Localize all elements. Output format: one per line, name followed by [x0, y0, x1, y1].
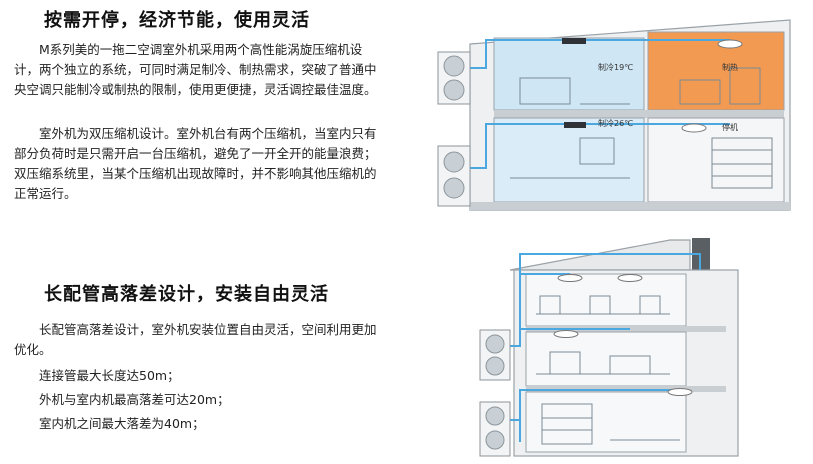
floor-1 — [525, 391, 687, 453]
building-cutaway-illustration-1: 制冷19℃ 制热 制冷26℃ 停机 — [437, 19, 791, 211]
section2-intro: 长配管高落差设计，室外机安装位置自由灵活，空间利用更加优化。 — [14, 322, 377, 357]
cassette-unit-upper — [717, 39, 743, 49]
ceiling-duct-unit-upper — [562, 38, 586, 44]
outdoor-unit-upper — [437, 51, 471, 105]
label-cool-lower: 制冷26℃ — [598, 118, 633, 128]
section-long-piping: 长配管高落差设计，安装自由灵活 长配管高落差设计，室外机安装位置自由灵活，空间利… — [0, 230, 813, 464]
outdoor-unit-lower — [437, 145, 471, 207]
floor-3 — [525, 273, 687, 327]
cassette-unit-lower — [681, 123, 707, 133]
outdoor-unit-bottom — [479, 401, 511, 457]
floor-2 — [525, 331, 687, 387]
section1-paragraph-1: M系列美的一拖二空调室外机采用两个高性能涡旋压缩机设计，两个独立的系统，可同时满… — [14, 42, 377, 97]
lower-stop-room — [647, 117, 785, 203]
outdoor-unit-top — [479, 329, 511, 381]
spec-item-2: 外机与室内机最高落差可达20m； — [39, 392, 230, 407]
section2-heading: 长配管高落差设计，安装自由灵活 — [44, 284, 329, 305]
spec-item-1: 连接管最大长度达50m； — [39, 368, 180, 383]
section1-heading: 按需开停，经济节能，使用灵活 — [44, 10, 310, 31]
section-dual-compressor: 按需开停，经济节能，使用灵活 M系列美的一拖二空调室外机采用两个高性能涡旋压缩机… — [0, 0, 813, 230]
spec-item-3: 室内机之间最大落差为40m； — [39, 416, 205, 431]
upper-cool-room — [493, 37, 645, 111]
section1-paragraph-2: 室外机为双压缩机设计。室外机台有两个压缩机，当室内只有部分负荷时是只需开启一台压… — [14, 126, 377, 201]
label-cool-upper: 制冷19℃ — [598, 62, 633, 72]
upper-heat-room — [647, 31, 785, 111]
lower-cool-room — [493, 117, 645, 203]
building-cutaway-illustration-2 — [479, 238, 739, 457]
label-stop-lower: 停机 — [722, 122, 738, 132]
label-heat-upper: 制热 — [722, 62, 738, 72]
ceiling-duct-unit-lower — [564, 122, 586, 128]
